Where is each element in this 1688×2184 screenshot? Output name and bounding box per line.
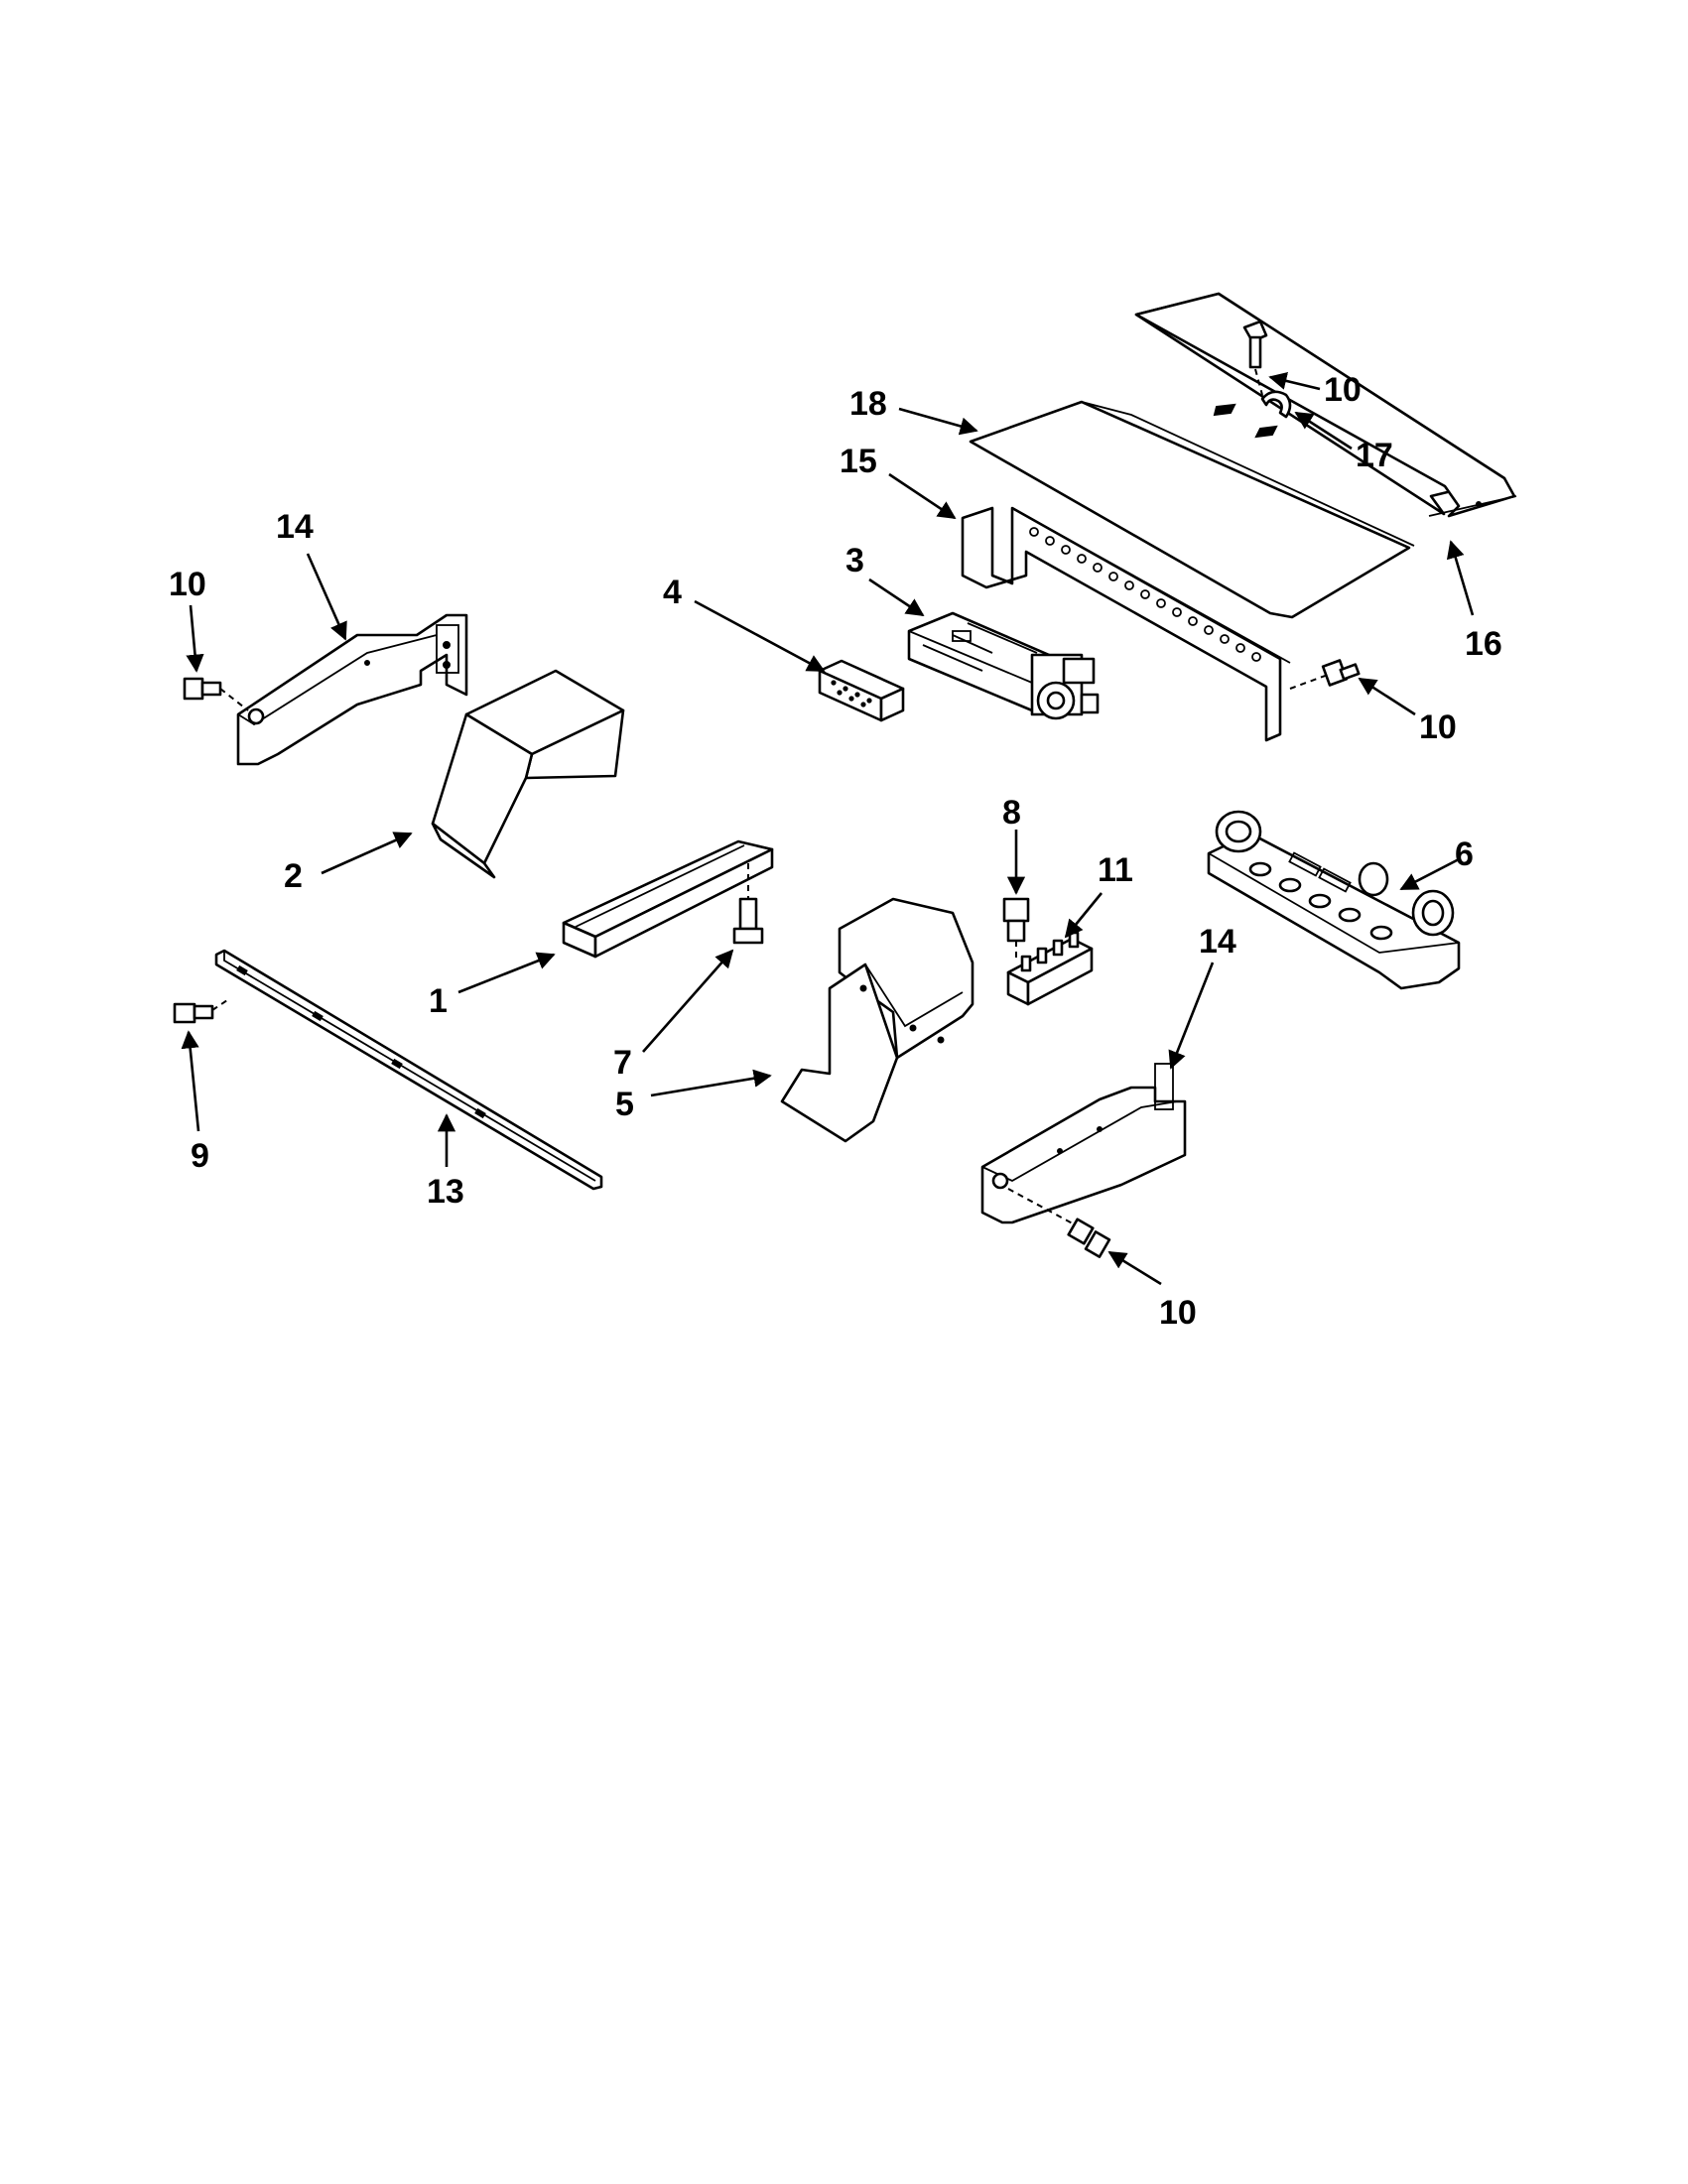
callout-14-left: 14 <box>276 508 314 546</box>
part-5-deflector <box>780 897 974 1143</box>
part-7-screw <box>732 863 764 945</box>
part-14-bracket-right <box>980 1063 1187 1224</box>
callout-8: 8 <box>1002 794 1021 832</box>
callout-10-left: 10 <box>169 566 206 603</box>
callout-6: 6 <box>1455 835 1474 873</box>
callout-11: 11 <box>1098 851 1133 889</box>
callout-5: 5 <box>615 1086 634 1123</box>
callout-1: 1 <box>429 982 448 1020</box>
callout-3: 3 <box>845 542 864 579</box>
part-11-terminal-block <box>1006 931 1094 1006</box>
callout-4: 4 <box>663 574 682 611</box>
part-18-cover-panel <box>969 400 1415 619</box>
callout-16: 16 <box>1465 625 1502 663</box>
part-3-valve-assembly <box>907 611 1100 720</box>
callout-10-right: 10 <box>1419 708 1457 746</box>
part-17-clip <box>1260 390 1292 419</box>
part-2-shield <box>431 669 625 879</box>
part-10-screw-top <box>1242 320 1268 396</box>
part-1-channel <box>562 839 774 959</box>
part-10-screw-left <box>183 677 249 711</box>
part-10-screw-right <box>1289 659 1361 690</box>
part-15-vented-rail <box>961 506 1291 742</box>
callout-13: 13 <box>427 1173 464 1211</box>
callout-18: 18 <box>849 385 887 423</box>
part-4-insulation-block <box>818 659 905 722</box>
part-14-bracket-left <box>236 613 468 766</box>
part-8-screw <box>1002 897 1030 961</box>
leader-lines <box>181 371 1475 1286</box>
part-9-screw <box>173 997 231 1024</box>
callout-9: 9 <box>191 1137 209 1175</box>
callout-17: 17 <box>1356 437 1393 474</box>
callout-15: 15 <box>840 443 877 480</box>
part-6-control-panel <box>1207 810 1461 990</box>
callout-7: 7 <box>613 1044 632 1082</box>
part-10-screw-bottom <box>1007 1188 1111 1258</box>
callout-2: 2 <box>284 857 303 895</box>
callout-10-bottom: 10 <box>1159 1294 1197 1332</box>
callout-labels: 18 15 10 17 16 3 4 14 10 10 2 8 11 6 14 … <box>169 371 1502 1332</box>
callout-14-right: 14 <box>1199 923 1236 961</box>
part-13-long-rail <box>214 949 603 1191</box>
part-16-top-panel <box>1134 292 1517 518</box>
callout-10-top: 10 <box>1324 371 1362 409</box>
